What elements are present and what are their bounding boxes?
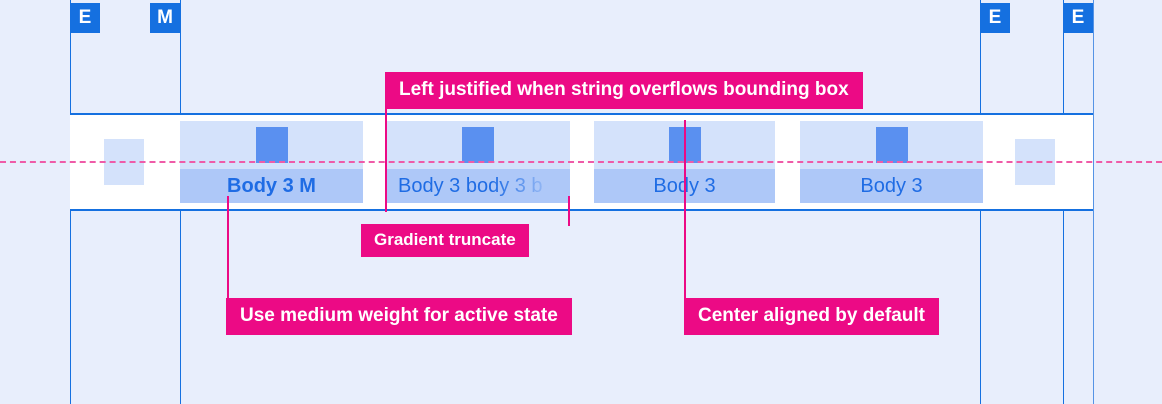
spec-badge-edge-right-2: E — [1063, 3, 1093, 33]
spec-badge-margin: M — [150, 3, 180, 33]
nav-cell-label: Body 3 M — [227, 175, 316, 197]
nav-icon — [875, 127, 908, 163]
callout-line-left-justified — [385, 108, 387, 212]
callout-line-gradient-truncate — [568, 196, 570, 226]
annotation-gradient-truncate: Gradient truncate — [361, 224, 529, 257]
nav-cell-label: Body 3 — [860, 175, 923, 197]
callout-line-center-aligned — [684, 120, 686, 300]
annotation-left-justified: Left justified when string overflows bou… — [385, 72, 863, 109]
spec-badge-edge-left: E — [70, 3, 100, 33]
nav-cell-label: Body 3 body 3 b — [398, 175, 543, 197]
nav-icon — [255, 127, 288, 163]
nav-cell-label-band: Body 3 body 3 b — [386, 169, 570, 203]
nav-cell-label-band: Body 3 — [800, 169, 983, 203]
annotation-medium-weight: Use medium weight for active state — [226, 298, 572, 335]
callout-line-medium-weight — [227, 196, 229, 300]
guide-rule-frame-end — [1093, 0, 1094, 404]
nav-cell-label-band: Body 3 M — [180, 169, 363, 203]
nav-icon — [462, 127, 494, 163]
vertical-center-guide — [0, 161, 1162, 163]
spec-badge-edge-right-1: E — [980, 3, 1010, 33]
annotation-center-aligned: Center aligned by default — [684, 298, 939, 335]
